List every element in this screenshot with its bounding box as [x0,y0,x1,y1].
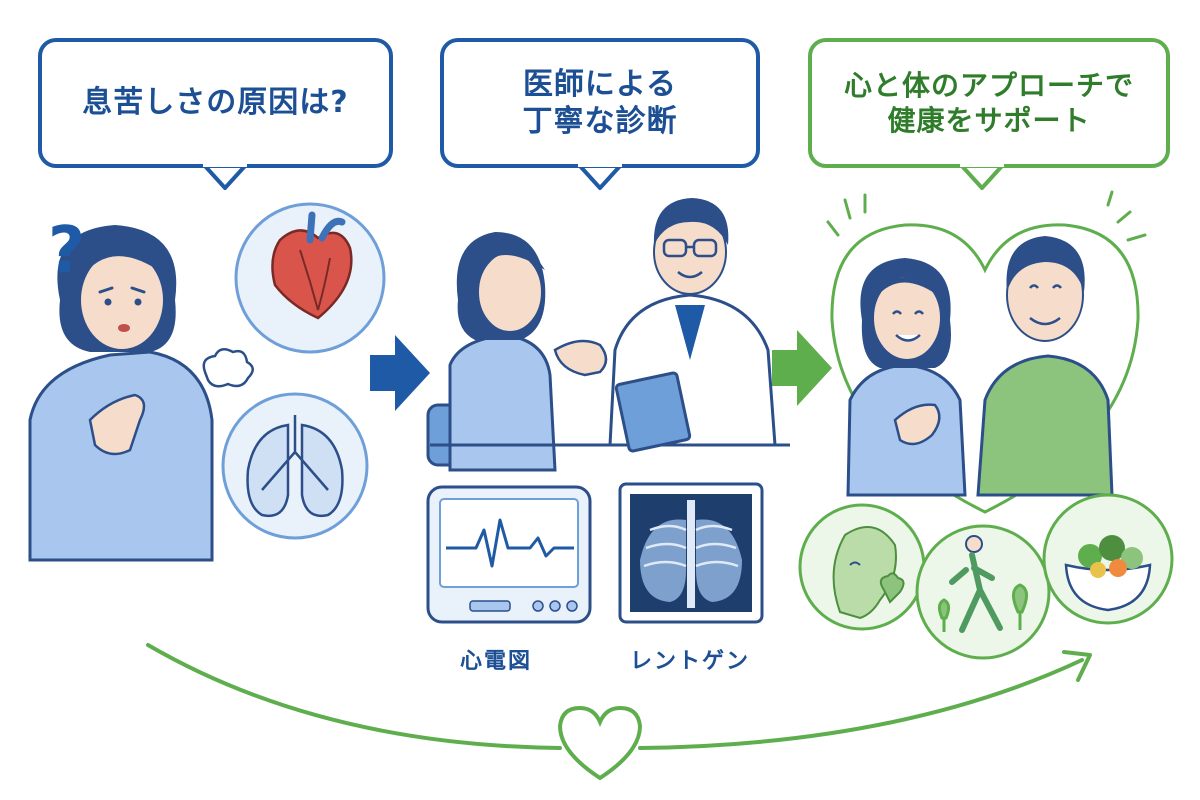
xray-caption: レントゲン [630,649,751,674]
step3-title-line2: 健康をサポート [887,104,1091,137]
arrow-to-step3-icon [772,330,832,406]
ecg-monitor-icon [426,485,592,624]
question-mark-icon: ? [48,214,85,288]
step3-title-line1: 心と体のアプローチで [843,69,1134,102]
step2-title-line1: 医師による [522,66,678,102]
svg-text:?: ? [48,214,85,288]
flow-arrow-icon [146,643,1092,750]
step1-bubble: 息苦しさの原因は? [38,38,393,168]
mind-relax-icon [798,503,926,631]
happy-woman [846,258,967,497]
healthy-salad-icon [1042,493,1174,625]
xray-icon [618,482,764,624]
step2-title-line2: 丁寧な診断 [522,104,678,139]
happy-man [976,236,1114,497]
breath-puff-icon [202,348,254,388]
walking-exercise-icon [915,524,1051,660]
bubble-tails [203,158,1004,190]
worried-woman [28,225,214,562]
ecg-caption: 心電図 [460,649,533,674]
consultation-scene [426,198,790,472]
heart-organ-icon [234,202,386,354]
step1-title: 息苦しさの原因は? [82,85,349,121]
arrow-to-step2-icon [370,335,430,411]
heart-outline-icon [557,705,643,781]
lungs-icon [221,392,369,540]
